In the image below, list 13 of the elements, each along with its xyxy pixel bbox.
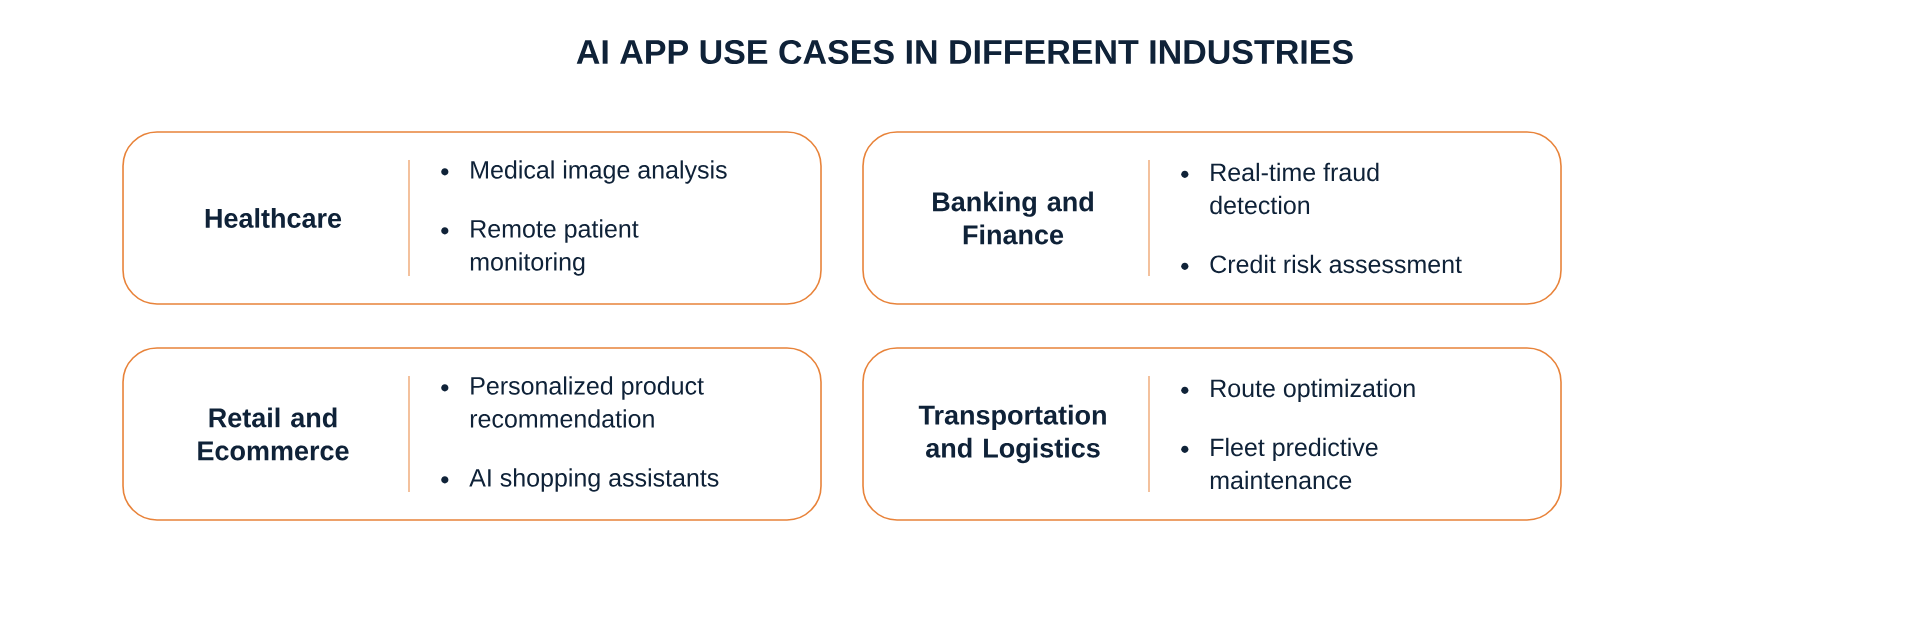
bullet-item: Route optimization	[1211, 378, 1415, 403]
card-heading: Retail and Ecommerce	[198, 407, 349, 461]
card-heading: Banking and Finance	[933, 191, 1093, 245]
bullet-item: Personalized product recommendation	[470, 376, 704, 428]
bullet-item: Medical image analysis	[471, 160, 727, 184]
bullet-item: AI shopping assistants	[469, 468, 719, 492]
bullet-item: Fleet predictive maintenance	[1210, 437, 1378, 490]
bullet-item: Real-time fraud detection	[1210, 162, 1379, 215]
bullet-item: Credit risk assessment	[1210, 254, 1462, 274]
bullet-item: Remote patient monitoring	[470, 219, 639, 276]
card-heading: Healthcare	[205, 208, 342, 228]
card-heading: Transportation and Logistics	[918, 404, 1106, 464]
title: AI APP USE CASES IN DIFFERENT INDUSTRIES	[576, 39, 1353, 65]
